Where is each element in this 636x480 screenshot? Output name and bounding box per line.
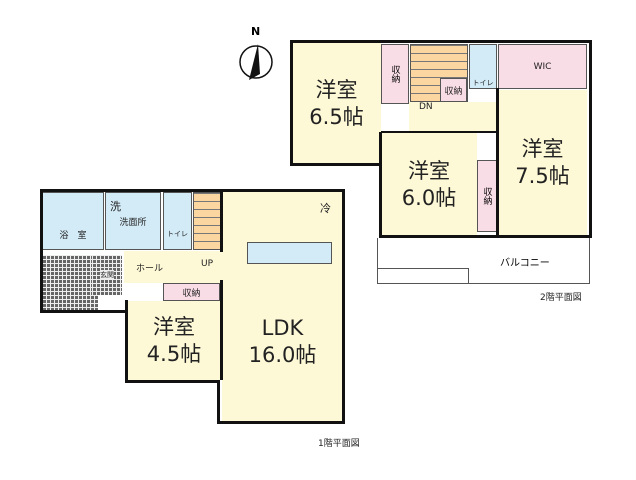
- staircase-1f: [193, 192, 221, 250]
- washroom: 洗面所: [105, 192, 161, 250]
- room-western-6-0: 洋室 6.0帖: [381, 133, 477, 236]
- staircase: [410, 44, 468, 102]
- compass: N: [238, 25, 274, 85]
- room-size: 7.5帖: [515, 164, 570, 188]
- bathroom: 浴 室: [42, 192, 104, 250]
- entrance-label: 玄関: [100, 270, 114, 280]
- room-ldk: LDK 16.0帖: [222, 192, 343, 422]
- closet-small: 収納: [440, 78, 467, 102]
- closet-right: 収納: [477, 160, 497, 232]
- room-size: 4.5帖: [146, 342, 202, 366]
- hall-1f: ホール: [124, 251, 222, 283]
- closet-1f: 収納: [163, 283, 220, 301]
- toilet-2f: トイレ: [469, 44, 497, 89]
- stairs-down-label: DN: [419, 102, 433, 112]
- toilet-1f: トイレ: [163, 192, 192, 250]
- room-name: LDK: [261, 316, 304, 340]
- compass-north-label: N: [251, 25, 261, 38]
- fridge-label: 冷: [320, 202, 331, 215]
- room-size: 6.5帖: [309, 104, 364, 129]
- room-western-6-5: 洋室 6.5帖: [292, 42, 381, 165]
- washer-label: 洗: [110, 200, 121, 213]
- balcony-label: バルコニー: [500, 258, 550, 269]
- compass-arrow-icon: [239, 44, 273, 80]
- floor1-title: 1階平面図: [318, 439, 360, 449]
- closet: 収納: [381, 44, 409, 104]
- entrance: 玄関: [92, 255, 122, 295]
- room-size: 6.0帖: [401, 185, 457, 210]
- room-size: 16.0帖: [248, 343, 317, 367]
- room-name: 洋室: [521, 137, 564, 161]
- room-western-7-5: 洋室 7.5帖: [498, 90, 587, 236]
- room-name: 洋室: [153, 315, 195, 339]
- room-name: 洋室: [315, 77, 358, 102]
- room-western-4-5: 洋室 4.5帖: [128, 301, 220, 381]
- kitchen-counter: [247, 242, 332, 264]
- balcony: バルコニー: [377, 238, 590, 284]
- entrance-floor: [42, 255, 98, 310]
- stairs-up-label: UP: [201, 259, 214, 269]
- room-name: 洋室: [408, 158, 450, 183]
- floor2-title: 2階平面図: [540, 293, 582, 303]
- walk-in-closet: WIC: [498, 44, 587, 89]
- hall-2f: [409, 102, 498, 132]
